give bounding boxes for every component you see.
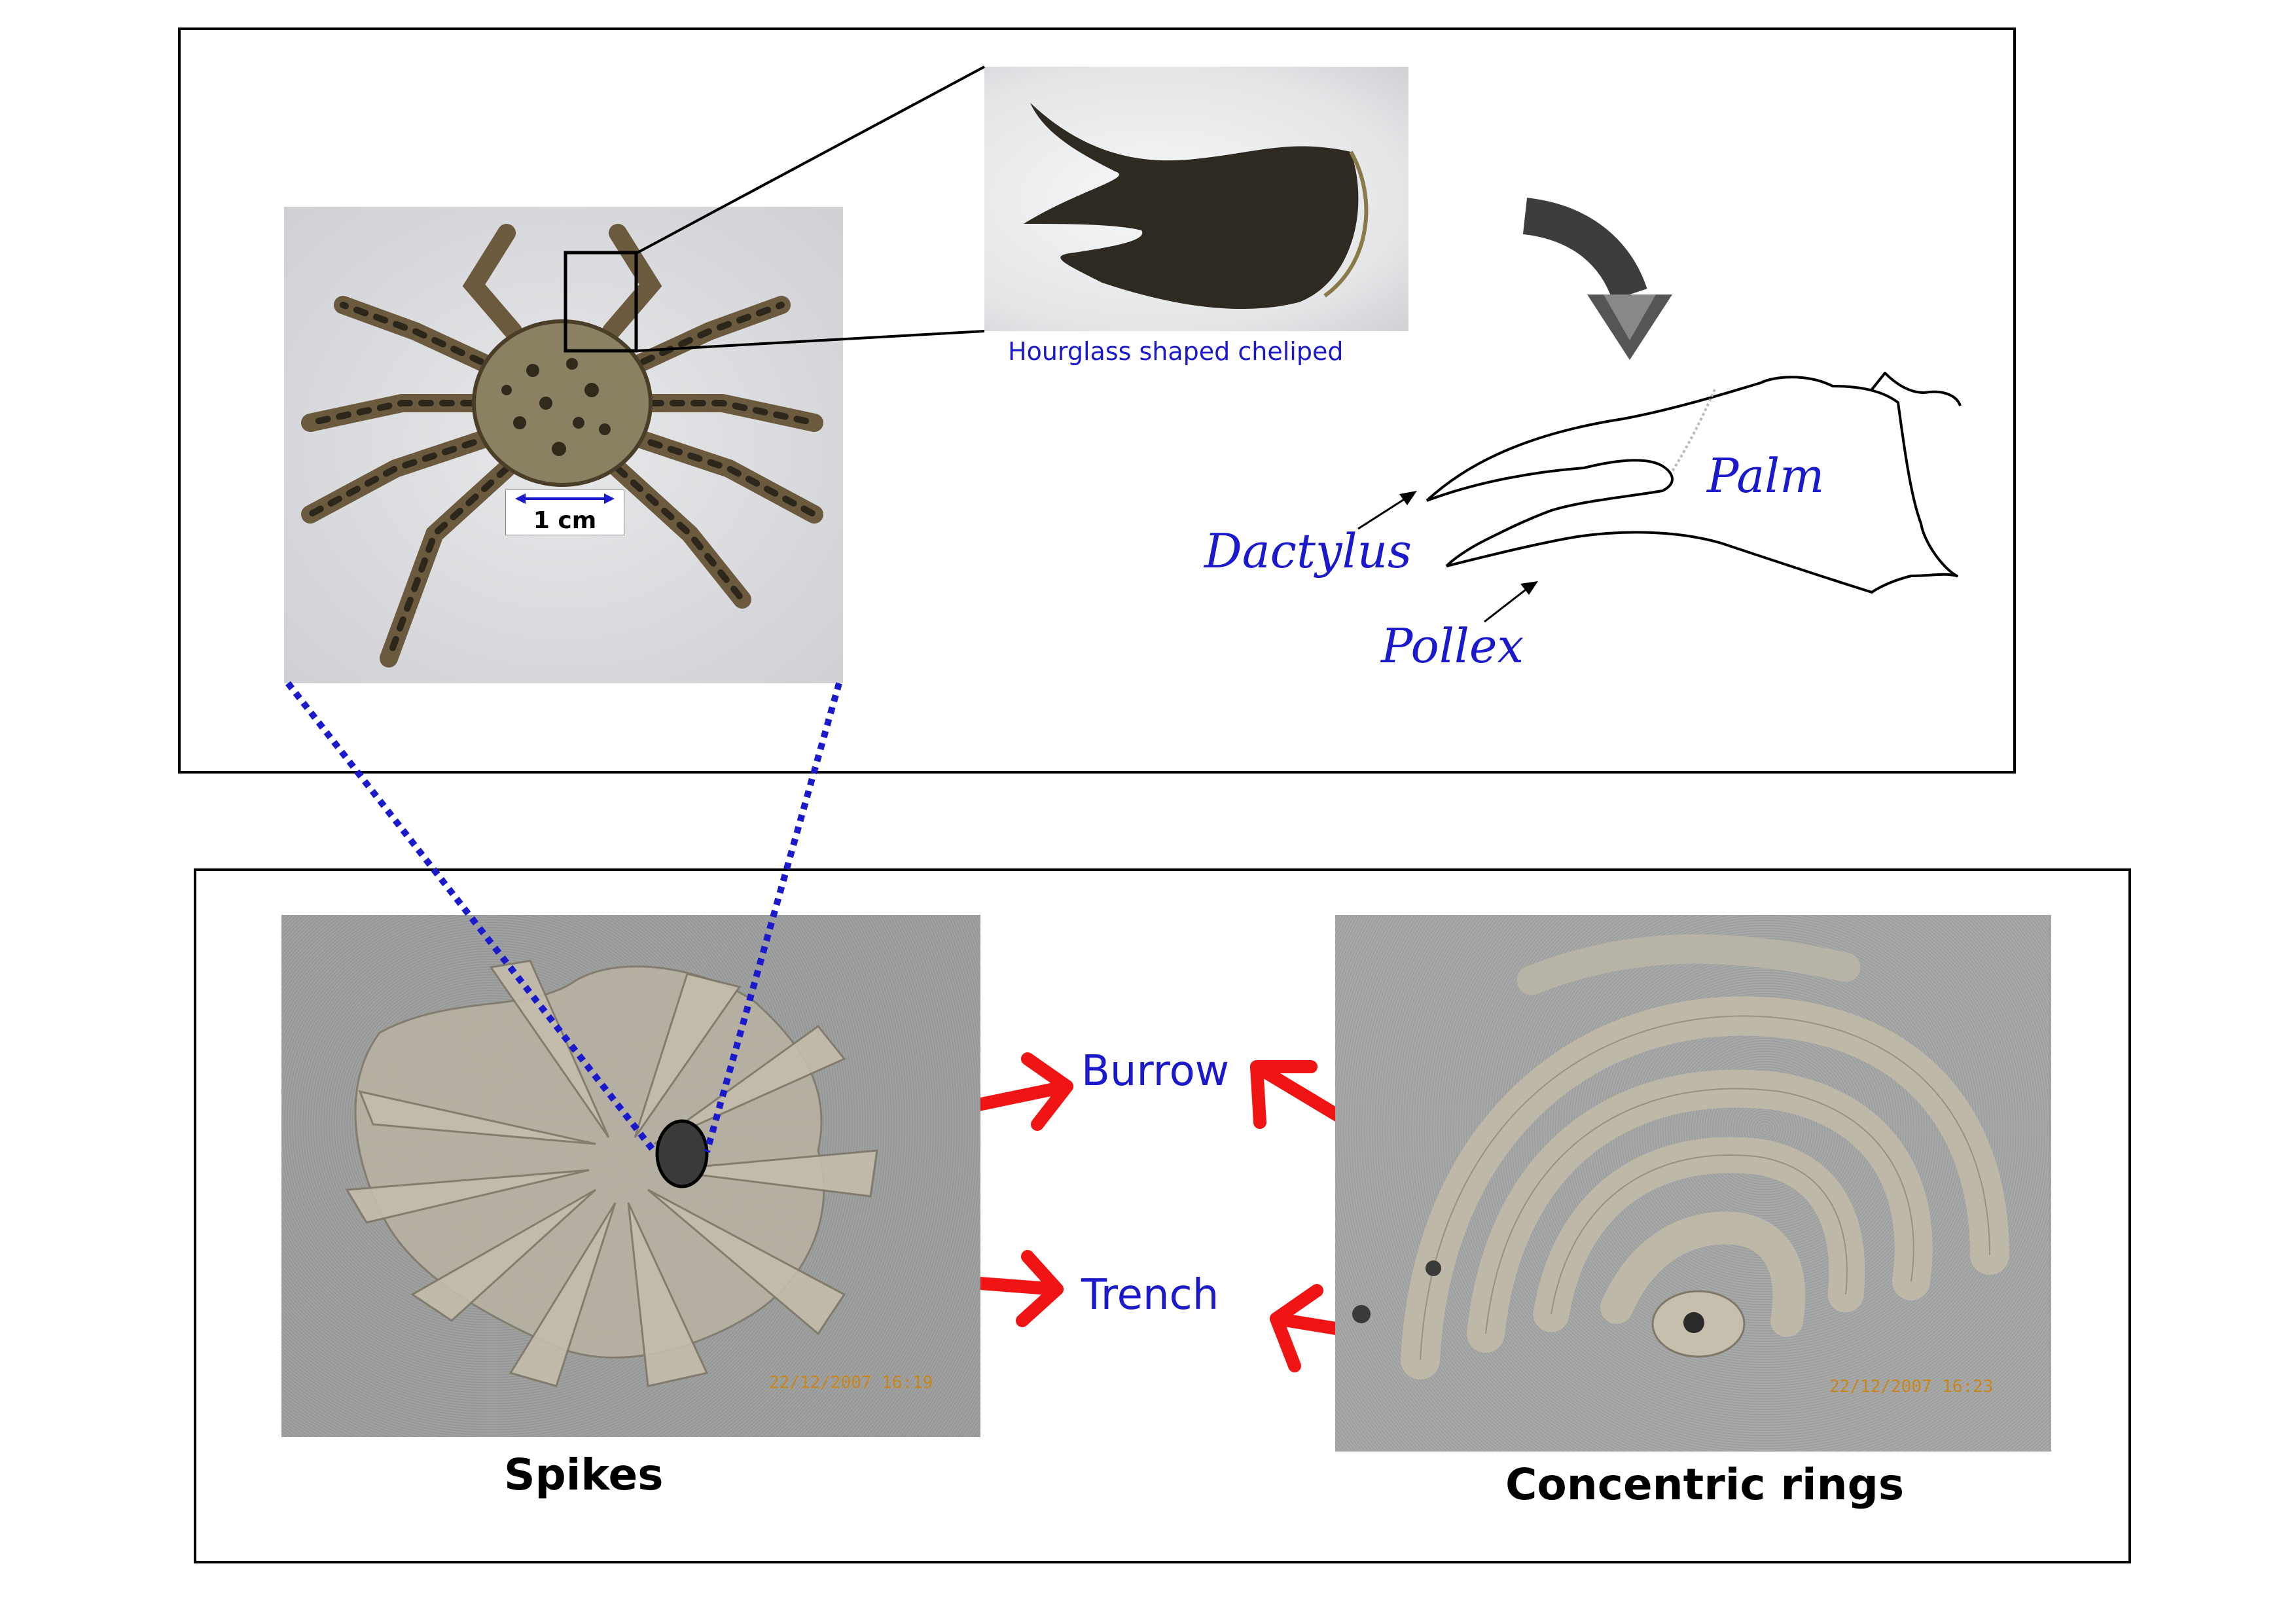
dotted-line-right (704, 682, 842, 1153)
dotted-line-left (285, 681, 657, 1154)
trench-label: Trench (1081, 1271, 1219, 1319)
dactylus-arrow-icon (1357, 491, 1417, 530)
cheliped-outline (1426, 372, 1962, 594)
right-timestamp: 22/12/2007 16:23 (1829, 1377, 1994, 1397)
dactylus-label: Dactylus (1204, 524, 1412, 579)
pollex-label: Pollex (1381, 618, 1524, 673)
burrow-marker (655, 1119, 709, 1188)
palm-boundary (1671, 389, 1716, 473)
scale-bar-label: 1 cm (533, 507, 597, 534)
spikes-pattern (345, 959, 878, 1387)
concentric-rings-caption: Concentric rings (1505, 1459, 1905, 1510)
concentric-rings-photo: 22/12/2007 16:23 (1335, 915, 2051, 1452)
crab-illustration (301, 224, 823, 668)
cheliped-caption: Hourglass shaped cheliped (1008, 337, 1344, 366)
scale-arrow-icon (515, 493, 615, 504)
zoom-line-top (637, 65, 985, 254)
curved-arrow-icon (1522, 198, 1672, 360)
pollex-arrow-icon (1484, 581, 1538, 623)
zoom-line-bottom (637, 330, 985, 352)
cheliped-illustration (1024, 103, 1369, 309)
scale-bar: 1 cm (505, 490, 624, 535)
palm-label: Palm (1707, 448, 1825, 503)
left-timestamp: 22/12/2007 16:19 (769, 1373, 933, 1393)
spikes-photo: 22/12/2007 16:19 (281, 915, 980, 1437)
rings-pattern (1352, 934, 2009, 1380)
cheliped-photo (984, 67, 1408, 331)
burrow-label: Burrow (1081, 1047, 1230, 1096)
crab-photo: 1 cm (284, 207, 843, 683)
spikes-caption: Spikes (504, 1450, 664, 1500)
